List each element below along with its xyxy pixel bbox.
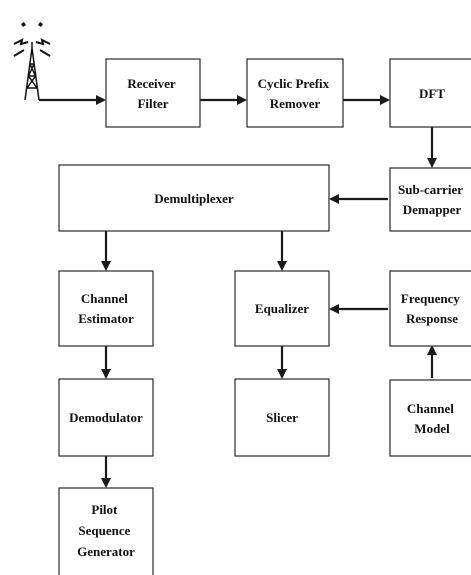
svg-text:Channel Model: Channel Model — [407, 401, 457, 436]
dft-block: DFT — [389, 58, 471, 128]
slicer-block: Slicer — [234, 378, 330, 457]
receiver-filter-label-line2: Filter — [137, 96, 168, 111]
channel-estimator-label-line1: Channel — [81, 291, 128, 306]
channel-model-label-line2: Model — [414, 421, 450, 436]
receiver-filter-label-line1: Receiver — [127, 76, 176, 91]
svg-text:Channel Estimator: Channel Estimator — [78, 291, 134, 326]
receiver-filter-block: Receiver Filter — [105, 58, 201, 128]
equalizer-block: Equalizer — [234, 270, 330, 347]
cyclic-prefix-remover-block: Cyclic Prefix Remover — [246, 58, 344, 128]
equalizer-label: Equalizer — [255, 301, 309, 316]
cyclic-prefix-remover-label-line1: Cyclic Prefix — [258, 76, 330, 91]
frequency-response-label-line2: Response — [406, 311, 458, 326]
dft-label: DFT — [419, 86, 445, 101]
channel-model-label-line1: Channel — [407, 401, 454, 416]
pilot-sequence-generator-label-line2: Sequence — [78, 523, 130, 538]
pilot-sequence-generator-label-line1: Pilot — [91, 502, 118, 517]
channel-model-block: Channel Model — [389, 379, 471, 457]
channel-estimator-block: Channel Estimator — [58, 270, 154, 347]
slicer-label: Slicer — [266, 410, 298, 425]
frequency-response-label-line1: Frequency — [401, 291, 460, 306]
svg-text:Sub-carrier Demapper: Sub-carrier Demapper — [398, 182, 466, 217]
demultiplexer-label: Demultiplexer — [154, 191, 234, 206]
subcarrier-demapper-label-line1: Sub-carrier — [398, 182, 463, 197]
connectors — [39, 95, 437, 488]
pilot-sequence-generator-block: Pilot Sequence Generator — [58, 487, 154, 575]
subcarrier-demapper-label-line2: Demapper — [403, 202, 462, 217]
pilot-sequence-generator-label-line3: Generator — [77, 544, 135, 559]
svg-text:Cyclic Prefix Remover: Cyclic Prefix Remover — [258, 76, 333, 111]
svg-text:Frequency Response: Frequency Response — [401, 291, 463, 326]
svg-text:Receiver Filter: Receiver Filter — [127, 76, 178, 111]
demodulator-block: Demodulator — [58, 378, 154, 457]
subcarrier-demapper-block: Sub-carrier Demapper — [389, 167, 471, 232]
demultiplexer-block: Demultiplexer — [58, 164, 330, 232]
receive-antenna-icon — [13, 12, 51, 101]
channel-estimator-label-line2: Estimator — [78, 311, 134, 326]
cyclic-prefix-remover-label-line2: Remover — [270, 96, 321, 111]
demodulator-label: Demodulator — [69, 410, 143, 425]
svg-text:Pilot Sequence Gen: Pilot Sequence Generator — [77, 502, 135, 559]
frequency-response-block: Frequency Response — [389, 270, 471, 347]
